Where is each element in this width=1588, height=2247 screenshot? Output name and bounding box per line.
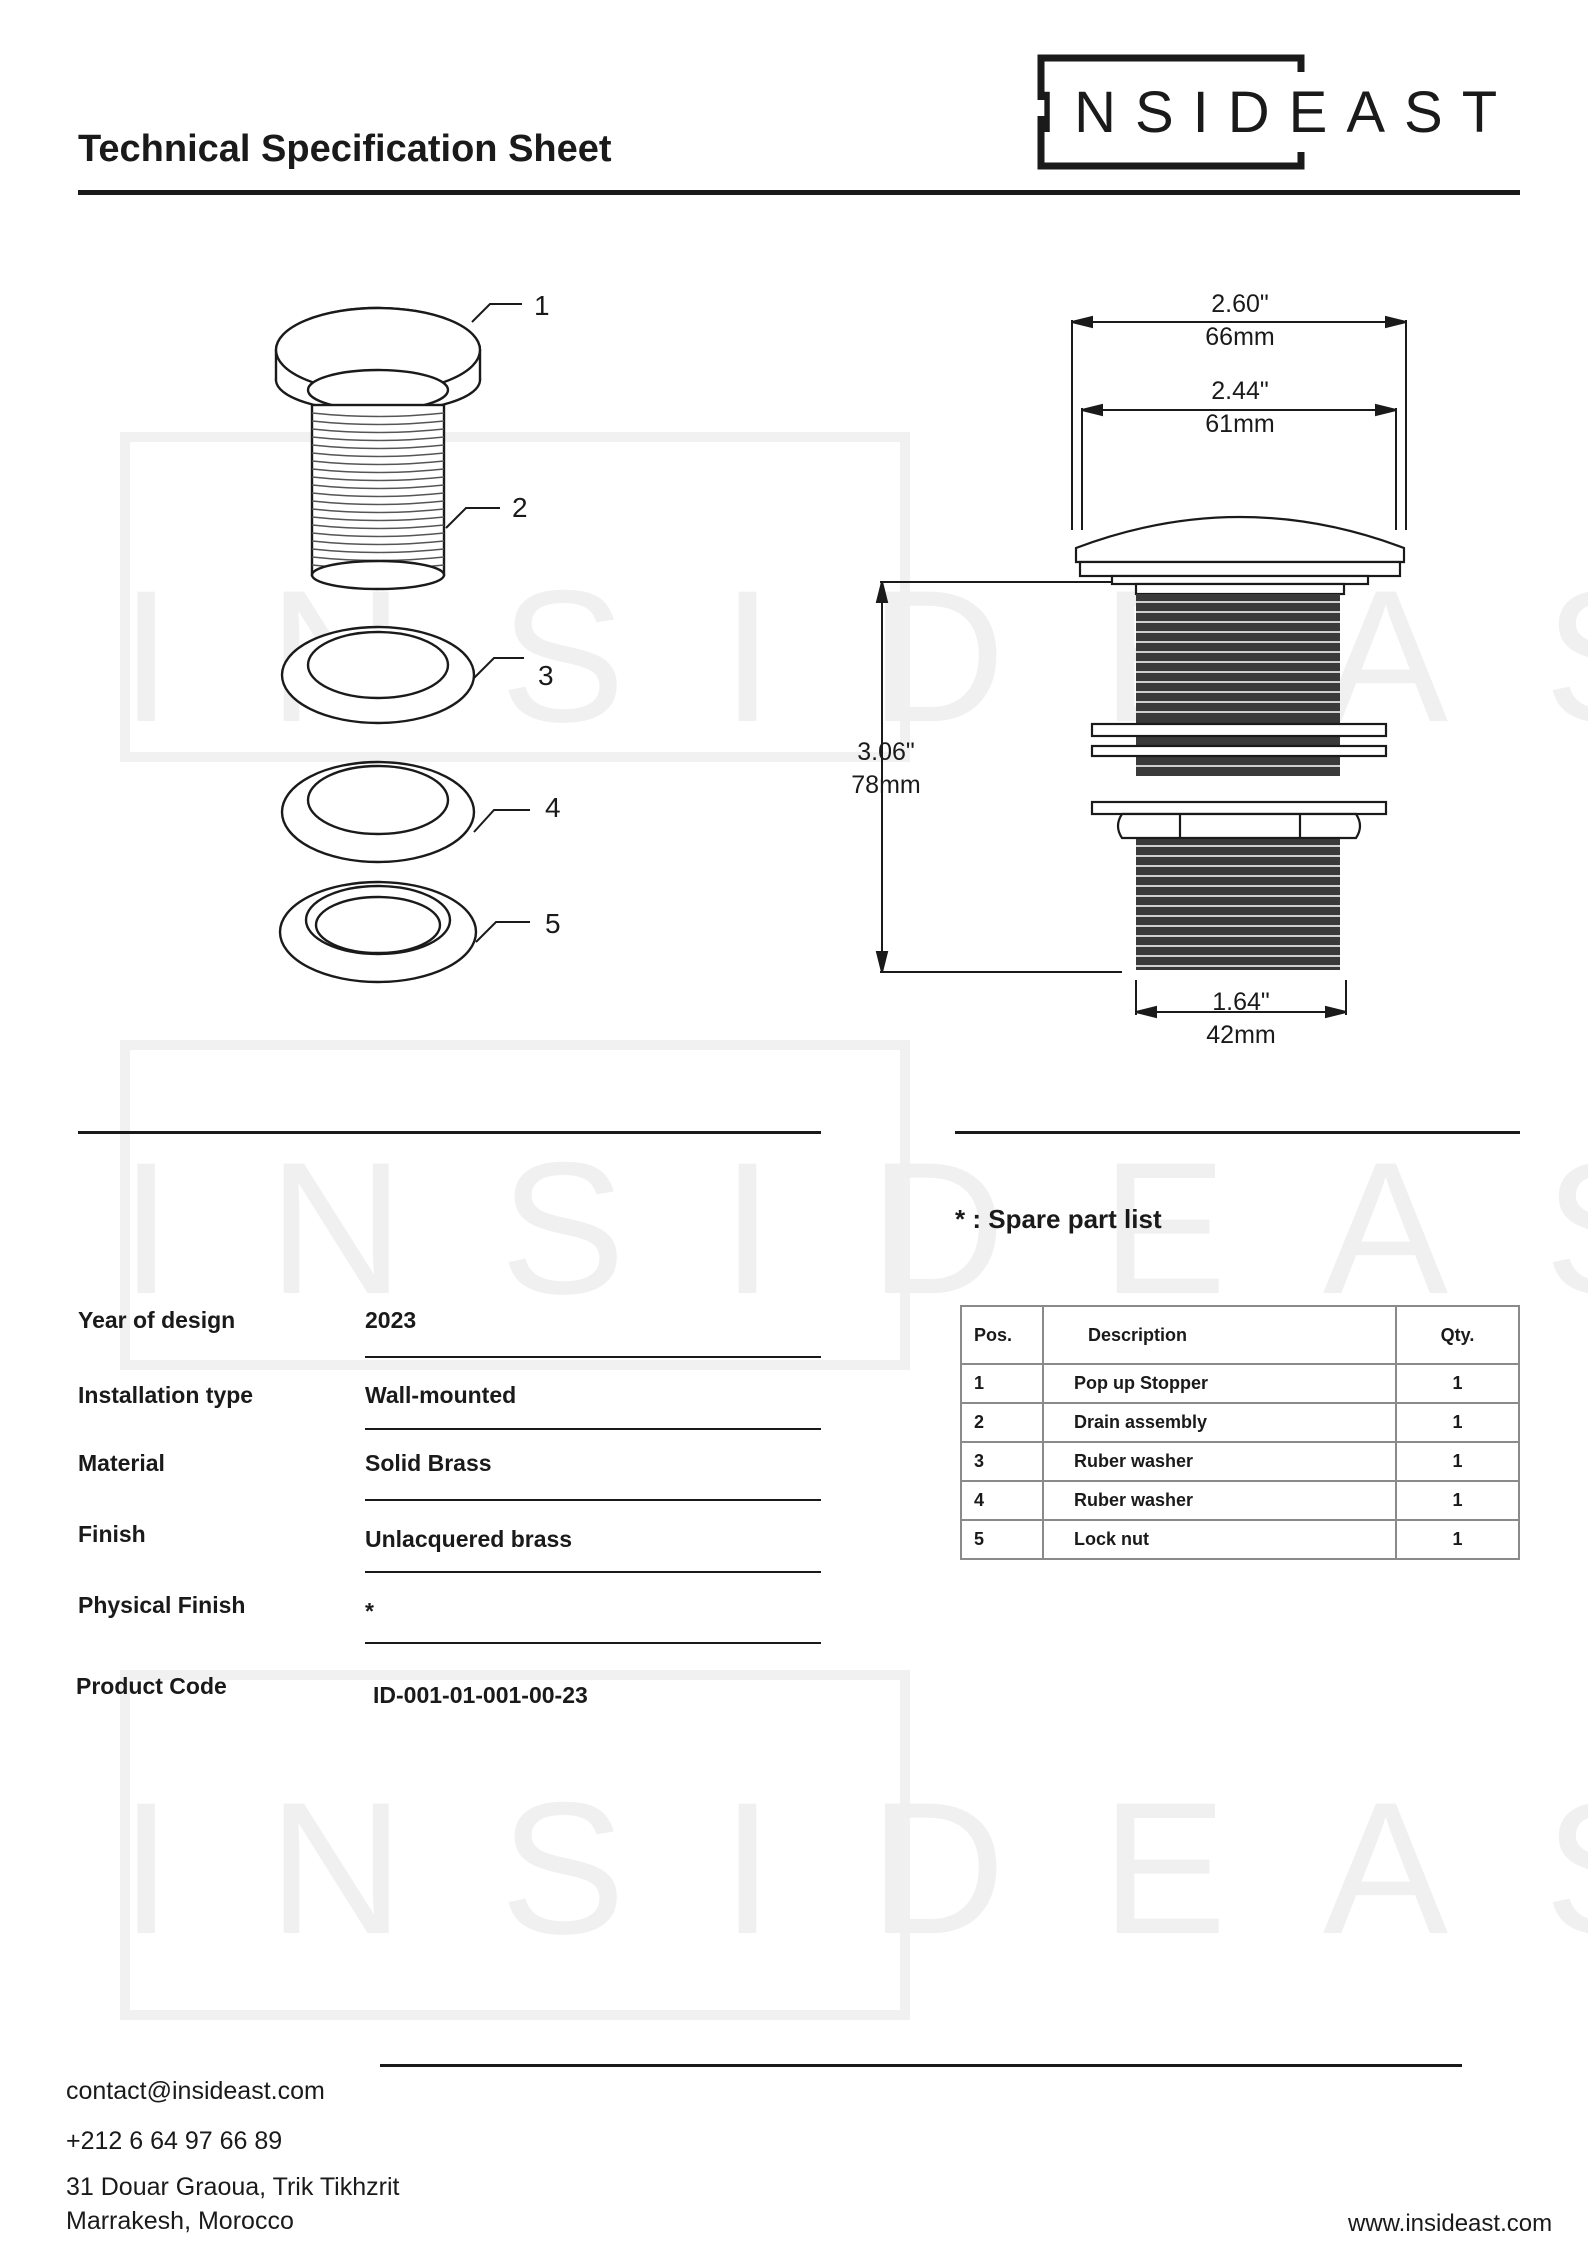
section-divider-left: [78, 1131, 821, 1134]
cell-description: Pop up Stopper: [1042, 1363, 1397, 1404]
cell-description: Drain assembly: [1042, 1402, 1397, 1443]
footer-divider: [380, 2064, 1462, 2067]
page-title: Technical Specification Sheet: [78, 128, 612, 170]
dim-outer-mm: 66mm: [1205, 323, 1275, 351]
cell-pos: 3: [960, 1441, 1044, 1482]
cell-qty: 1: [1395, 1441, 1520, 1482]
cell-pos: 1: [960, 1363, 1044, 1404]
table-header-row: Pos. Description Qty.: [960, 1305, 1520, 1365]
column-header-description: Description: [1042, 1305, 1397, 1365]
dim-height-in: 3.06": [857, 738, 915, 766]
assembled-view-drawing: [875, 315, 1407, 1019]
watermark-text: INSIDEAST: [120, 1123, 1588, 1333]
dim-bottom-mm: 42mm: [1206, 1021, 1276, 1049]
callout-5: 5: [545, 908, 561, 939]
column-header-qty: Qty.: [1395, 1305, 1520, 1365]
washer-profile: [1090, 722, 1388, 738]
callout-1: 1: [534, 290, 550, 321]
dim-inner-in: 2.44": [1211, 377, 1269, 405]
cell-pos: 2: [960, 1402, 1044, 1443]
table-row: 2 Drain assembly 1: [960, 1402, 1520, 1443]
spec-label-product-code: Product Code: [76, 1673, 227, 1699]
exploded-view-drawing: [274, 303, 530, 984]
footer-email[interactable]: contact@insideast.com: [66, 2077, 325, 2105]
callout-3: 3: [538, 660, 554, 691]
footer-website[interactable]: www.insideast.com: [1348, 2210, 1553, 2237]
spec-row-divider: [365, 1642, 821, 1644]
spec-row-divider: [365, 1571, 821, 1573]
spec-value-physical-finish: *: [365, 1598, 374, 1624]
cell-description: Ruber washer: [1042, 1480, 1397, 1521]
watermark-frame: [120, 432, 910, 762]
watermark-text: INSIDEAST: [120, 1763, 1588, 1973]
table-row: 5 Lock nut 1: [960, 1519, 1520, 1560]
column-header-pos: Pos.: [960, 1305, 1044, 1365]
table-row: 1 Pop up Stopper 1: [960, 1363, 1520, 1404]
cell-qty: 1: [1395, 1363, 1520, 1404]
dim-bottom-in: 1.64": [1212, 988, 1270, 1016]
upper-thread: [1136, 594, 1340, 724]
table-row: 4 Ruber washer 1: [960, 1480, 1520, 1521]
callout-2: 2: [512, 492, 528, 523]
cell-qty: 1: [1395, 1519, 1520, 1560]
spec-label-physical-finish: Physical Finish: [78, 1592, 246, 1618]
table-row: 3 Ruber washer 1: [960, 1441, 1520, 1482]
header-divider: [78, 190, 1520, 195]
dim-inner-mm: 61mm: [1205, 410, 1275, 438]
spec-value-product-code: ID-001-01-001-00-23: [373, 1682, 588, 1708]
spec-row-divider: [365, 1428, 821, 1430]
cell-description: Ruber washer: [1042, 1441, 1397, 1482]
footer-address-line2: Marrakesh, Morocco: [66, 2207, 294, 2235]
cap-profile: [1074, 515, 1406, 564]
spec-label-installation: Installation type: [78, 1382, 254, 1408]
cell-qty: 1: [1395, 1480, 1520, 1521]
spec-value-year: 2023: [365, 1307, 417, 1333]
logo-wordmark: INSIDEAST: [1039, 80, 1516, 145]
watermark-frame: [120, 1670, 910, 2020]
spec-value-material: Solid Brass: [365, 1450, 492, 1476]
section-divider-right: [955, 1131, 1520, 1134]
footer-phone[interactable]: +212 6 64 97 66 89: [66, 2127, 283, 2155]
spec-row-divider: [365, 1499, 821, 1501]
dim-height-mm: 78mm: [851, 771, 921, 799]
watermark-frame: [120, 1040, 910, 1370]
cell-description: Lock nut: [1042, 1519, 1397, 1560]
nut-profile: [1116, 812, 1362, 840]
brand-logo: INSIDEAST: [1033, 52, 1588, 172]
footer-address-line1: 31 Douar Graoua, Trik Tikhzrit: [66, 2173, 400, 2201]
spec-label-year: Year of design: [78, 1307, 236, 1333]
lower-thread: [1136, 838, 1340, 970]
callout-4: 4: [545, 792, 561, 823]
spec-label-finish: Finish: [78, 1521, 146, 1547]
cell-pos: 4: [960, 1480, 1044, 1521]
cell-qty: 1: [1395, 1402, 1520, 1443]
spare-parts-table: Pos. Description Qty. 1 Pop up Stopper 1…: [960, 1305, 1520, 1560]
spec-value-installation: Wall-mounted: [365, 1382, 517, 1408]
spec-label-material: Material: [78, 1450, 165, 1476]
spec-value-finish: Unlacquered brass: [365, 1526, 573, 1552]
spec-row-divider: [365, 1356, 821, 1358]
logo-graphic: INSIDEAST: [1037, 54, 1516, 170]
dim-outer-in: 2.60": [1211, 290, 1269, 318]
cell-pos: 5: [960, 1519, 1044, 1560]
spare-parts-title: * : Spare part list: [955, 1204, 1162, 1234]
